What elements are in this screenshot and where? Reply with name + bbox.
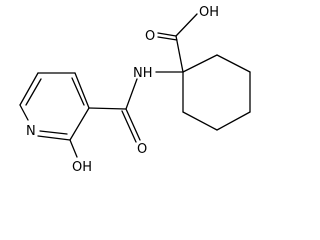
bond-py-c6-n <box>19 104 29 121</box>
bond-cooh-o-double-b <box>157 36 178 41</box>
bond-py-n-c2-inner <box>39 130 68 135</box>
bond-layer <box>19 13 251 158</box>
bond-carbonyl-o-double-a <box>125 108 141 141</box>
bond-py-c3-c4 <box>74 72 90 109</box>
bond-py-n-c2 <box>37 135 71 141</box>
bond-cooh-o-double-a <box>157 32 177 37</box>
label-hydroxy: OH <box>72 160 92 175</box>
atom-label-layer: OH O NH O N OH <box>26 5 219 175</box>
molecule-svg: OH O NH O N OH <box>19 5 251 175</box>
bond-c2-oh <box>69 139 78 158</box>
bond-nh-carbonyl <box>125 78 138 110</box>
label-pyridine-n: N <box>26 124 36 139</box>
bond-ring-c1-c2 <box>182 54 218 73</box>
bond-carbonyl-c3 <box>88 107 127 110</box>
bond-carbonyl-o-double-b <box>121 110 137 143</box>
structure-diagram: OH O NH O N OH <box>19 5 251 175</box>
bond-ring-c5-c6 <box>182 111 218 131</box>
label-amide-nh: NH <box>133 66 153 81</box>
label-amide-o: O <box>137 142 147 157</box>
bond-ring-c2-c3 <box>216 54 251 73</box>
label-carboxyl-o: O <box>145 29 155 44</box>
bond-py-c5-c6 <box>19 72 39 106</box>
bond-cooh-oh <box>175 13 198 37</box>
bond-py-c2-c3 <box>69 107 90 141</box>
bond-py-c5-c6-inner <box>25 78 42 106</box>
bond-c1-cooh <box>175 35 184 73</box>
label-carboxyl-oh: OH <box>199 5 219 20</box>
bond-py-c3-c4-inner <box>71 77 85 106</box>
bond-ring-c4-c5 <box>216 111 251 131</box>
